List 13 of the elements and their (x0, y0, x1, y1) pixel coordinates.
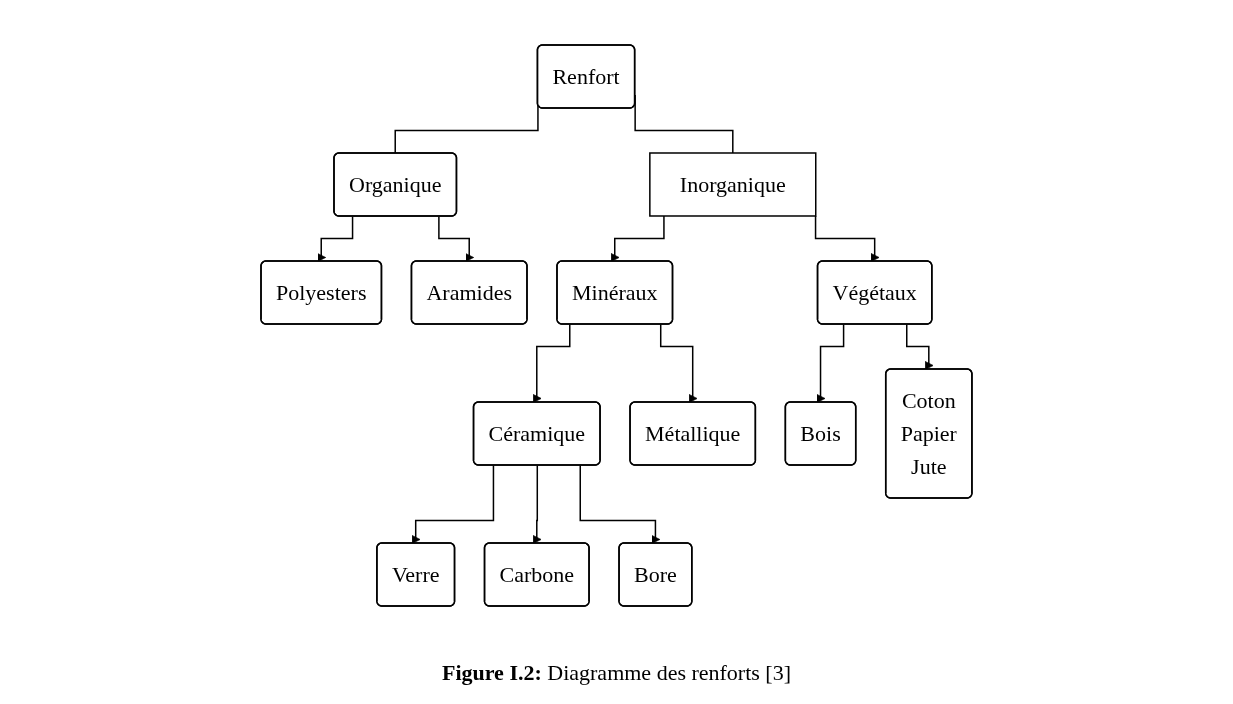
arrow (579, 464, 661, 544)
figure-caption: Figure I.2: Diagramme des renforts [3] (441, 660, 792, 686)
arrow (411, 464, 495, 544)
arrow (814, 214, 880, 262)
arrow (317, 215, 354, 262)
arrow (906, 323, 934, 370)
arrow (532, 464, 542, 544)
node-box: Inorganique (649, 151, 817, 217)
arrow (532, 323, 571, 403)
arrow (610, 214, 665, 262)
arrow (816, 323, 845, 403)
arrow (660, 323, 698, 403)
arrow (438, 215, 475, 262)
